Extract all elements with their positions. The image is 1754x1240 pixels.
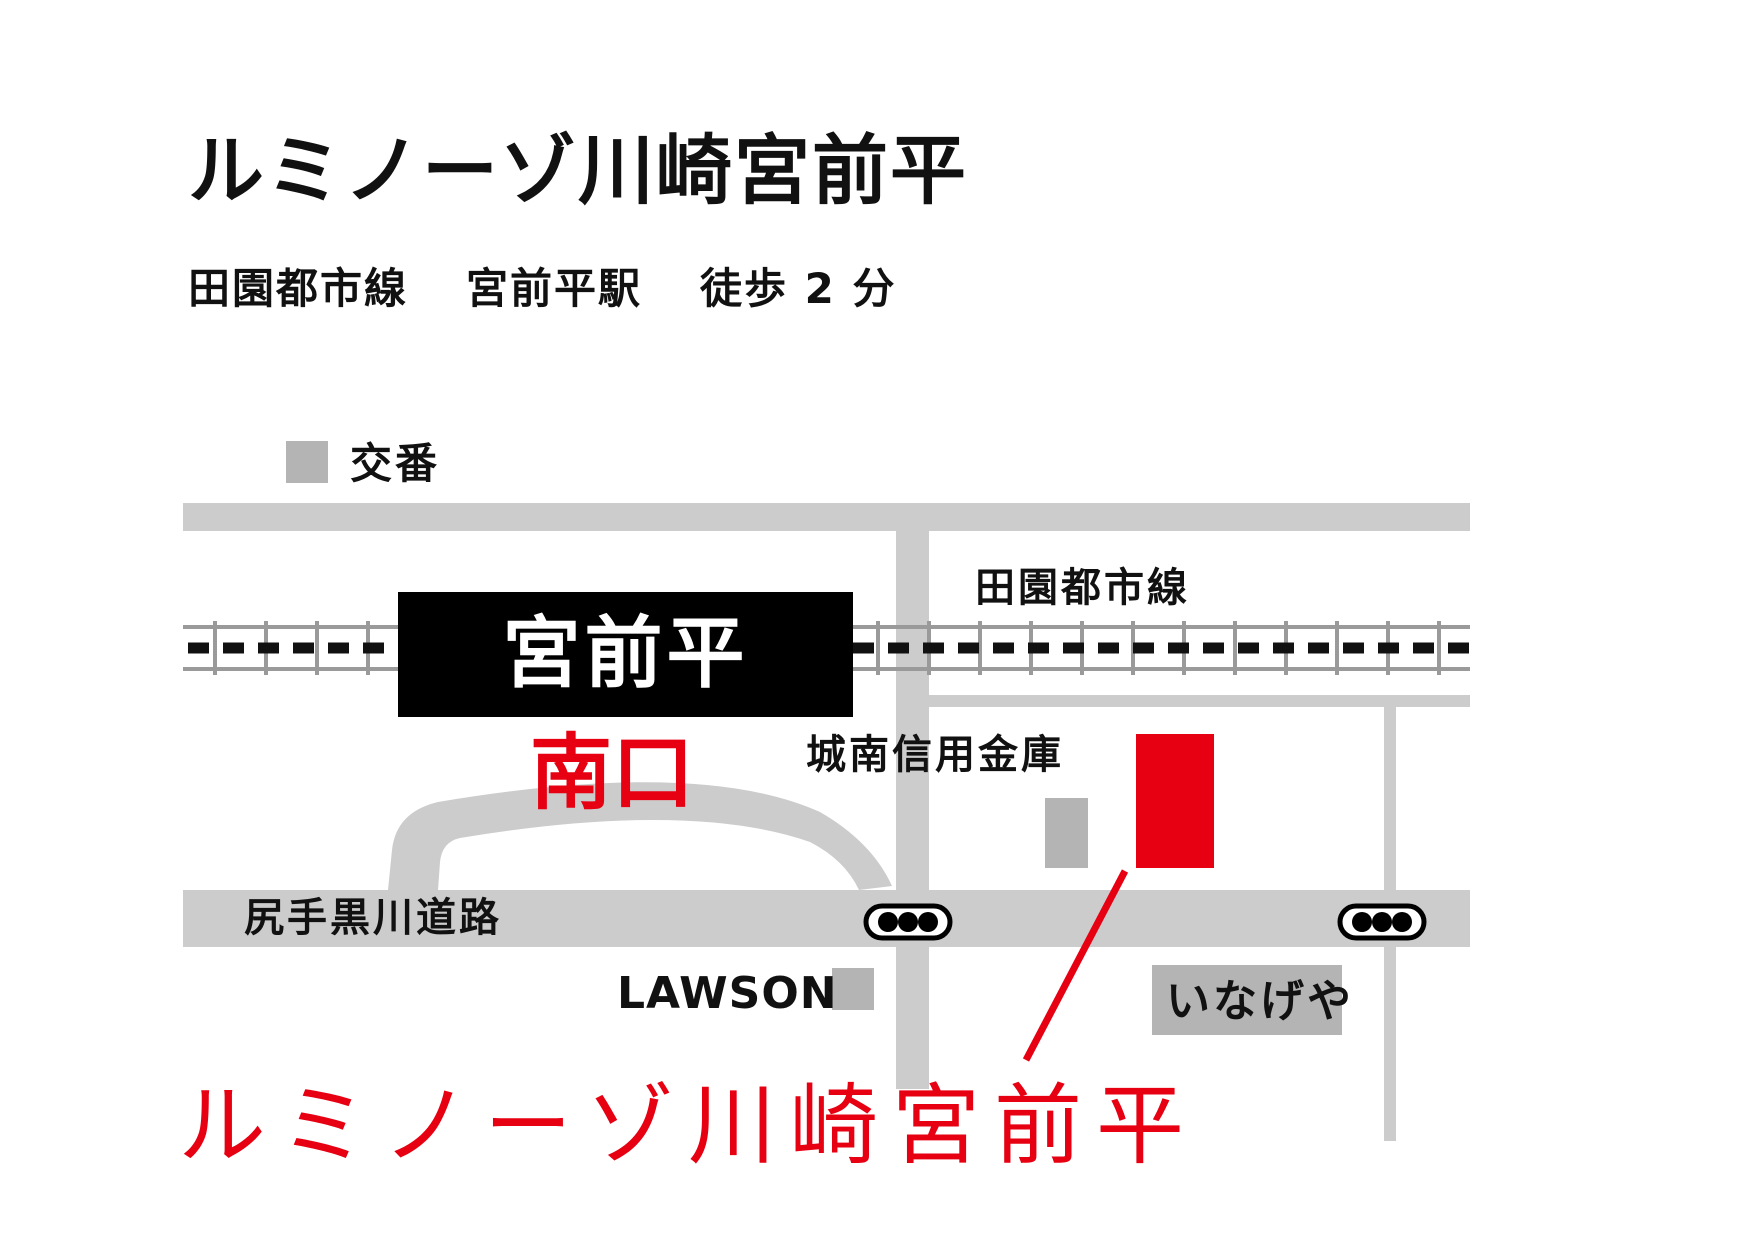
main-road xyxy=(183,890,1470,947)
traffic-light-icon xyxy=(1337,903,1427,941)
supermarket-label: いなげや xyxy=(1166,976,1354,1027)
road-label: 尻手黒川道路 xyxy=(244,895,502,941)
supermarket-box xyxy=(1152,965,1342,1035)
bank-building xyxy=(1045,798,1088,868)
traffic-light-icon xyxy=(863,903,953,941)
railway-label: 田園都市線 xyxy=(975,565,1190,611)
koban-marker-icon xyxy=(286,441,328,483)
page-title: ルミノーゾ川崎宮前平 xyxy=(188,126,968,215)
station-name: 宮前平 xyxy=(502,609,749,699)
access-info: 田園都市線宮前平駅徒歩 2 分 xyxy=(188,268,897,310)
destination-label[interactable]: ルミノーゾ川崎宮前平 xyxy=(178,1074,1199,1177)
lawson-marker-icon xyxy=(832,968,874,1010)
station-block xyxy=(398,592,853,717)
lawson-label: LAWSON xyxy=(617,968,838,1019)
destination-pointer-line xyxy=(1022,869,1129,1062)
side-road xyxy=(929,695,1470,707)
access-station: 宮前平駅 xyxy=(466,264,643,313)
destination-building[interactable] xyxy=(1136,734,1214,868)
access-walk: 徒歩 2 分 xyxy=(700,264,897,313)
vertical-road xyxy=(896,531,929,1089)
station-approach-road xyxy=(388,782,892,890)
top-road xyxy=(183,503,1470,531)
access-line: 田園都市線 xyxy=(188,264,409,313)
exit-label: 南口 xyxy=(530,726,695,821)
koban-label: 交番 xyxy=(350,439,441,488)
bank-label: 城南信用金庫 xyxy=(806,732,1064,778)
